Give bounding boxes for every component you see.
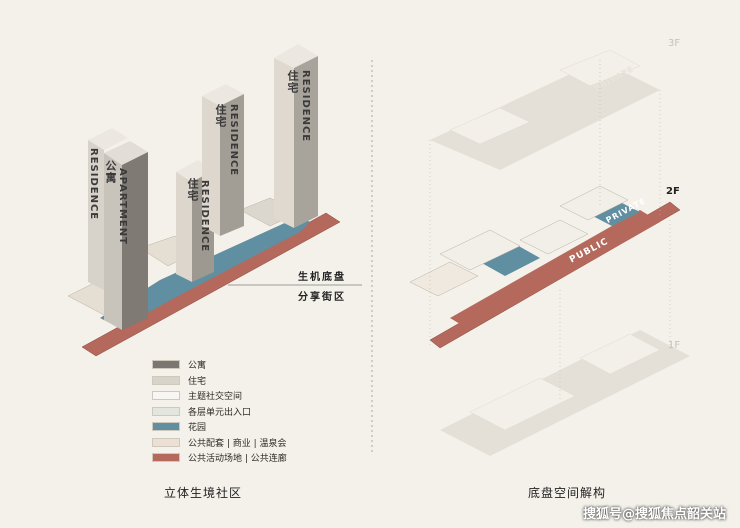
legend-swatch [152,391,180,401]
legend-label: 公共活动场地 | 公共连廊 [188,454,287,465]
legend-label: 公共配套 | 商业 | 温泉会 [188,438,287,449]
legend-swatch [152,360,180,370]
street-label-line2: 分享街区 [298,292,346,303]
street-label-line1: 生机底盘 [298,272,346,283]
legend-label: 花园 [188,423,207,434]
legend-label: 主题社交空间 [188,392,243,403]
tower-middle-cn: 住宅 [186,178,199,202]
legend-item: 公寓 [152,357,287,373]
floor-label-2f: 2F [666,186,680,197]
tower-center-cn: 住宅 [214,104,227,128]
legend-swatch [152,406,180,416]
garden-patch [480,244,540,276]
tower-apartment-cn: 公寓 [104,160,117,184]
legend-swatch [152,422,180,432]
legend-swatch [152,453,180,463]
tower-apartment-en: APARTMENT [117,168,128,245]
exploded-floors [409,49,690,456]
residence-tower-left [88,128,128,290]
tower-center-en: RESIDENCE [228,104,239,177]
watermark: 搜狐号@搜狐焦点韶关站 [582,507,726,522]
tower-right-en: RESIDENCE [300,70,311,143]
residence-tower-right [274,44,318,228]
legend-item: 各层单元出入口 [152,404,287,420]
floor-2f [409,185,681,349]
tower-right-cn: 住宅 [286,70,299,94]
legend-swatch [152,375,180,385]
floor-1f [440,330,690,456]
caption-left: 立体生境社区 [164,486,243,500]
apartment-tower [104,141,148,330]
left-building-cluster [67,44,362,357]
legend-item: 住宅 [152,373,287,389]
legend: 公寓 住宅 主题社交空间 各层单元出入口 花园 公共配套 | 商业 | 温泉会 … [152,357,287,466]
legend-label: 公寓 [188,361,207,372]
legend-item: 公共活动场地 | 公共连廊 [152,450,287,466]
legend-label: 各层单元出入口 [188,407,252,418]
legend-item: 公共配套 | 商业 | 温泉会 [152,435,287,451]
caption-right: 底盘空间解构 [528,486,607,500]
floor-label-3f: 3F [668,38,681,49]
legend-swatch [152,437,180,447]
residence-tower-center [202,84,244,236]
floor-label-1f: 1F [668,340,681,351]
legend-item: 主题社交空间 [152,388,287,404]
legend-label: 住宅 [188,376,207,387]
tower-left-en: RESIDENCE [88,148,99,221]
tower-middle-en: RESIDENCE [199,180,210,253]
legend-item: 花园 [152,419,287,435]
